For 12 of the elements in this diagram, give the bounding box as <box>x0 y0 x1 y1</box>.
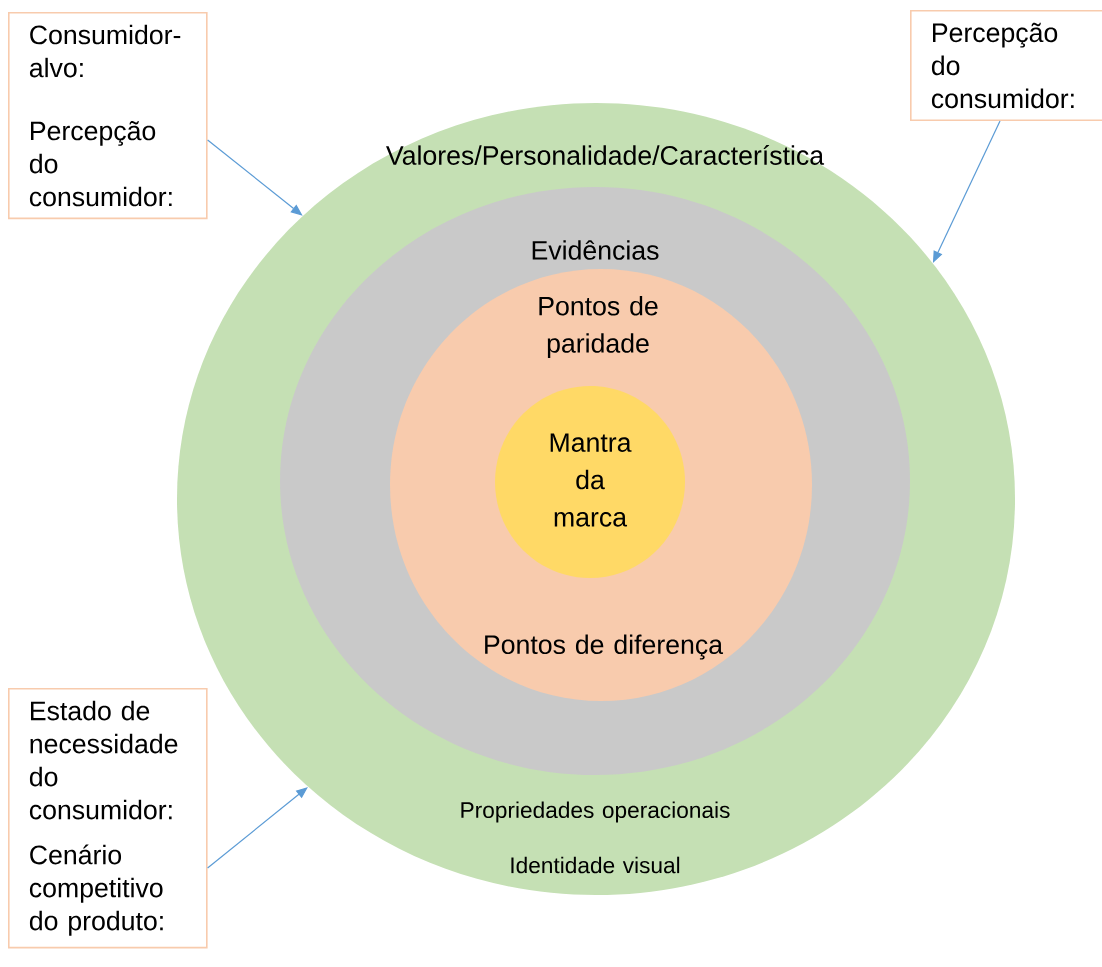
ring-label: Evidências <box>532 240 659 260</box>
ring-label: Pontos de diferença <box>485 634 724 660</box>
ring-label: Pontos de paridade <box>539 295 658 359</box>
arrow <box>207 787 308 869</box>
ring-label: Propriedades operacionais <box>461 801 730 823</box>
ring-label: Identidade visual <box>511 856 680 874</box>
ring-label: Valores/Personalidade/Característica <box>386 145 825 165</box>
text-box: Estado de necessidade do consumidor: Cenário competitivo do produto: <box>8 688 208 949</box>
arrow <box>207 139 303 216</box>
text-box: Percepção do consumidor: <box>910 10 1102 121</box>
text-box: Consumidor-alvo: Percepção do consumidor: <box>8 12 208 220</box>
ring-label: Mantra da marca <box>550 433 632 527</box>
